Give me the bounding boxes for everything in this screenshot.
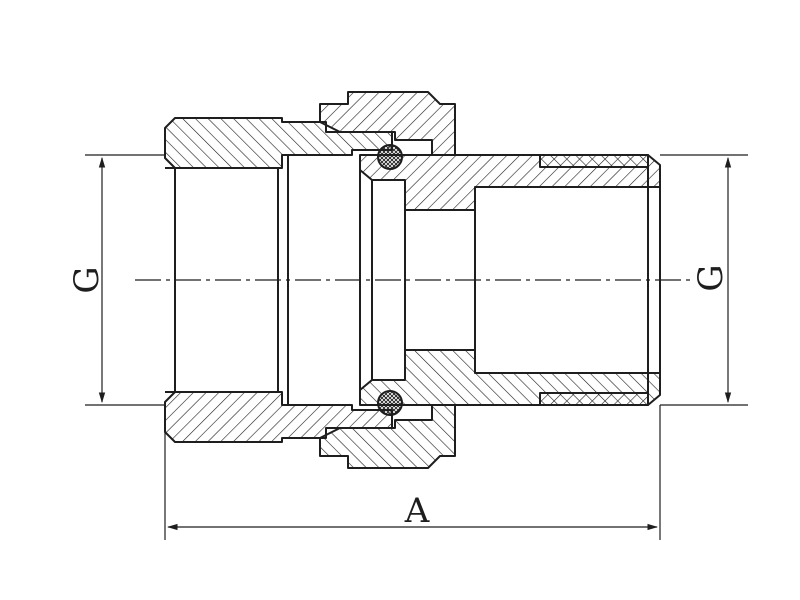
o-ring-top <box>377 144 403 170</box>
left-body-top-section <box>164 117 393 169</box>
right-g-label: G <box>691 264 731 291</box>
left-g-label: G <box>67 266 107 293</box>
union-nut-bottom-section <box>319 404 456 469</box>
male-thread-bottom <box>539 392 649 406</box>
union-nut-top-section <box>319 91 456 156</box>
male-thread-top <box>539 154 649 168</box>
a-label: A <box>404 491 430 531</box>
o-ring-bottom <box>377 390 403 416</box>
left-body-bottom-section <box>164 391 393 443</box>
